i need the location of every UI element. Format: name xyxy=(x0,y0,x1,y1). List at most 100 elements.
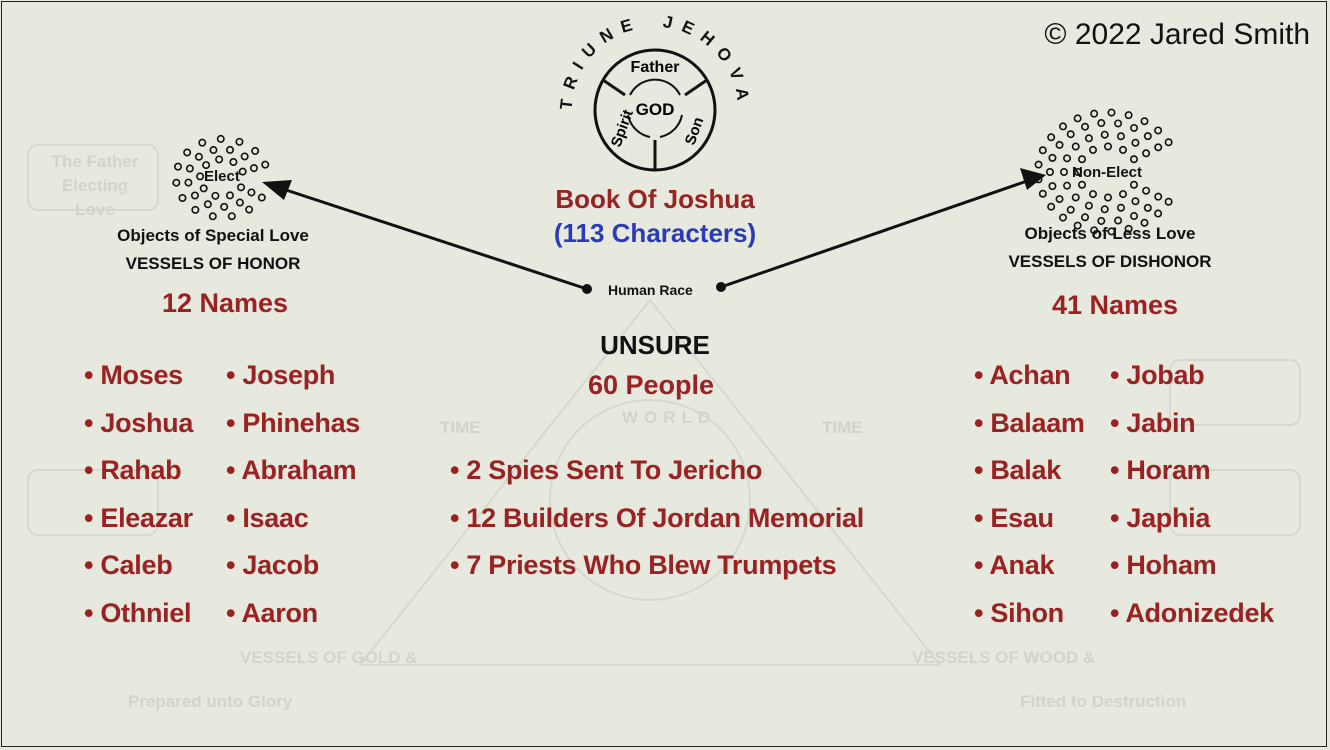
name-item: Achan xyxy=(974,352,1085,400)
cluster-dot xyxy=(1164,138,1173,147)
cluster-dot xyxy=(257,193,266,202)
cluster-dot xyxy=(216,134,225,143)
cluster-dot xyxy=(198,138,207,147)
cluster-dot xyxy=(235,137,244,146)
cluster-dot xyxy=(251,146,260,155)
human-race-label: Human Race xyxy=(608,282,693,298)
name-item: Balaam xyxy=(974,400,1085,448)
cluster-dot xyxy=(1059,213,1068,222)
name-item: Abraham xyxy=(226,447,360,495)
name-item: Balak xyxy=(974,447,1085,495)
name-item: Joseph xyxy=(226,352,360,400)
cluster-dot xyxy=(208,212,217,221)
bg-world: WORLD xyxy=(622,408,717,427)
cluster-dot xyxy=(1073,114,1082,123)
cluster-dot xyxy=(199,184,208,193)
nonelect-label: Non-Elect xyxy=(1072,164,1143,181)
cluster-dot xyxy=(1078,180,1087,189)
cluster-dot xyxy=(1104,142,1113,151)
copyright: © 2022 Jared Smith xyxy=(1044,18,1310,51)
cluster-dot xyxy=(203,200,212,209)
elect-names-col2: Joseph Phinehas Abraham Isaac Jacob Aaro… xyxy=(226,352,360,637)
unsure-item: 7 Priests Who Blew Trumpets xyxy=(450,542,864,590)
cluster-dot xyxy=(1124,111,1133,120)
cluster-dot xyxy=(202,161,211,170)
unsure-item: 2 Spies Sent To Jericho xyxy=(450,447,864,495)
cluster-dot xyxy=(247,188,256,197)
cluster-dot xyxy=(249,164,258,173)
name-item: Phinehas xyxy=(226,400,360,448)
name-item: Adonizedek xyxy=(1110,590,1274,638)
name-item: Rahab xyxy=(84,447,193,495)
cluster-dot xyxy=(1142,149,1151,158)
cluster-dot xyxy=(1119,145,1128,154)
cluster-dot xyxy=(1100,205,1109,214)
dot-left xyxy=(582,284,592,294)
bg-fitted: Fitted to Destruction xyxy=(1020,692,1187,711)
elect-names-col1: Moses Joshua Rahab Eleazar Caleb Othniel xyxy=(84,352,193,637)
cluster-dot xyxy=(1129,180,1138,189)
cluster-dot xyxy=(1119,190,1128,199)
cluster-dot xyxy=(1164,197,1173,206)
cluster-dot xyxy=(1154,126,1163,135)
cluster-dot xyxy=(1154,192,1163,201)
unsure-list: 2 Spies Sent To Jericho 12 Builders Of J… xyxy=(450,447,864,590)
bg-time-right: TIME xyxy=(822,418,863,437)
name-item: Anak xyxy=(974,542,1085,590)
cluster-dot xyxy=(1047,133,1056,142)
cluster-dot xyxy=(261,160,270,169)
cluster-dot xyxy=(173,162,182,171)
bg-wood: VESSELS OF WOOD & xyxy=(912,648,1096,667)
arrow-to-nonelect xyxy=(720,178,1031,289)
cluster-dot xyxy=(1097,216,1106,225)
cluster-dot xyxy=(245,205,254,214)
cluster-dot xyxy=(1131,197,1140,206)
bg-prepared: Prepared unto Glory xyxy=(128,692,293,711)
cluster-dot xyxy=(1084,134,1093,143)
unsure-heading: UNSURE xyxy=(600,330,710,360)
cluster-dot xyxy=(196,172,205,181)
bg-father-text: The Father Electing Love xyxy=(51,152,139,219)
cluster-dot xyxy=(172,178,181,187)
cluster-dot xyxy=(225,191,234,200)
cluster-dot xyxy=(185,164,194,173)
cluster-dot xyxy=(1140,218,1149,227)
cluster-dot xyxy=(1130,123,1139,132)
name-item: Esau xyxy=(974,495,1085,543)
cluster-dot xyxy=(1078,155,1087,164)
name-item: Hoham xyxy=(1110,542,1274,590)
cluster-dot xyxy=(1129,155,1138,164)
cluster-dot xyxy=(1034,160,1043,169)
cluster-dot xyxy=(1154,209,1163,218)
cluster-dot xyxy=(238,167,247,176)
cluster-dot xyxy=(190,191,199,200)
cluster-dot xyxy=(1114,216,1123,225)
name-item: Japhia xyxy=(1110,495,1274,543)
cluster-dot xyxy=(1073,221,1082,230)
bg-time-left: TIME xyxy=(440,418,481,437)
arrow-to-elect xyxy=(279,186,588,291)
cluster-dot xyxy=(1066,130,1075,139)
name-item: Isaac xyxy=(226,495,360,543)
cluster-dot xyxy=(1060,168,1069,177)
cluster-dot xyxy=(1116,203,1125,212)
name-item: Sihon xyxy=(974,590,1085,638)
svg-text:TRIUNEJEHOVAH: TRIUNEJEHOVAH xyxy=(0,0,754,111)
elect-line2: VESSELS OF HONOR xyxy=(125,254,301,273)
cluster-dot xyxy=(240,152,249,161)
name-item: Jobab xyxy=(1110,352,1274,400)
cluster-dot xyxy=(220,202,229,211)
book-title: Book Of Joshua xyxy=(555,184,755,214)
nonelect-names-col1: Achan Balaam Balak Esau Anak Sihon xyxy=(974,352,1085,637)
cluster-dot xyxy=(1130,212,1139,221)
cluster-dot xyxy=(1046,168,1055,177)
arrowhead-nonelect xyxy=(1020,168,1046,190)
cluster-dot xyxy=(1066,205,1075,214)
cluster-dot xyxy=(1081,122,1090,131)
arrowhead-elect xyxy=(262,180,292,200)
name-item: Horam xyxy=(1110,447,1274,495)
son-label: Son xyxy=(682,115,708,147)
name-item: Aaron xyxy=(226,590,360,638)
name-item: Othniel xyxy=(84,590,193,638)
